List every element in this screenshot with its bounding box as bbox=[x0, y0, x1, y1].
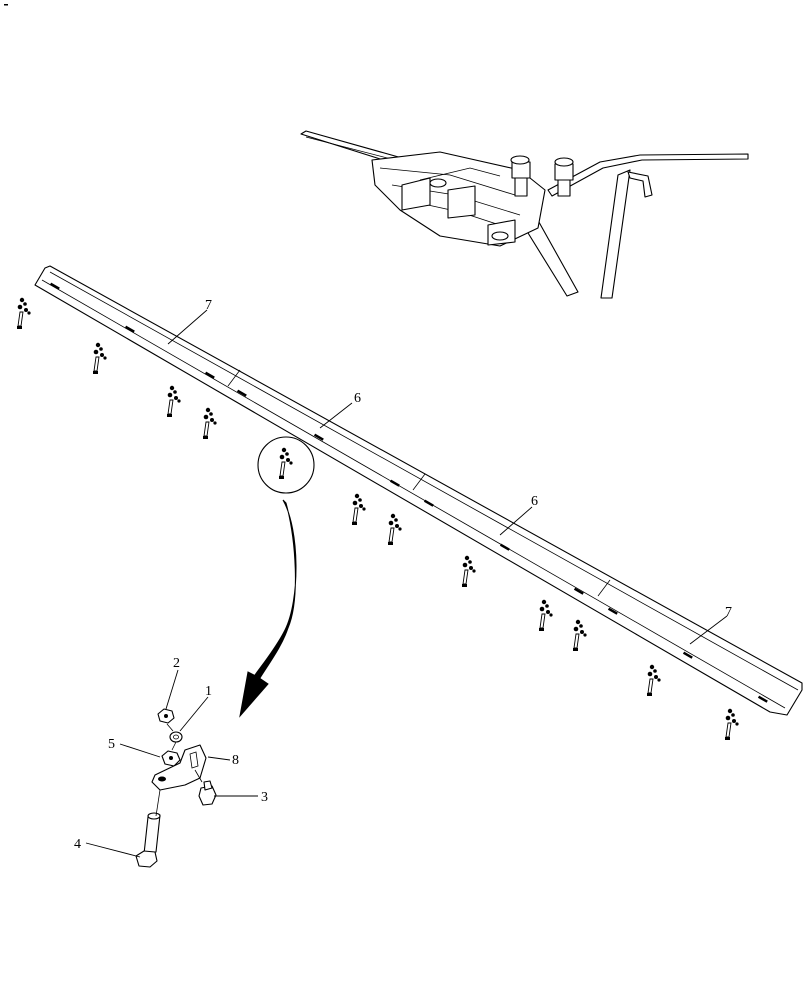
fastener-set bbox=[462, 555, 476, 587]
callout-3: 3 bbox=[261, 790, 268, 805]
bolt-4 bbox=[135, 812, 161, 868]
fastener-set bbox=[279, 447, 293, 479]
washer-1 bbox=[169, 731, 183, 743]
callout-6-b: 6 bbox=[531, 494, 538, 509]
fastener-set bbox=[93, 342, 107, 374]
fastener-set bbox=[647, 664, 661, 696]
strip-slots bbox=[49, 282, 768, 703]
fastener-sets bbox=[17, 297, 739, 740]
callout-5: 5 bbox=[108, 737, 115, 752]
strip-assembly bbox=[34, 265, 803, 716]
corner-mark bbox=[4, 4, 8, 6]
detail-circle bbox=[257, 436, 315, 494]
fastener-set bbox=[167, 385, 181, 417]
callout-7-a: 7 bbox=[205, 298, 212, 313]
callout-7-b: 7 bbox=[725, 605, 732, 620]
fastener-set bbox=[17, 297, 31, 329]
callout-4: 4 bbox=[74, 837, 81, 852]
exploded-detail bbox=[135, 708, 217, 868]
detail-arrow bbox=[239, 499, 297, 718]
fastener-set bbox=[388, 513, 402, 545]
fastener-set bbox=[573, 619, 587, 651]
fastener-set bbox=[725, 708, 739, 740]
bracket-8 bbox=[151, 744, 207, 791]
callout-6-a: 6 bbox=[354, 391, 361, 406]
mounting-assembly bbox=[300, 130, 749, 299]
callout-8: 8 bbox=[232, 753, 239, 768]
leader-lines bbox=[85, 309, 728, 858]
callout-2: 2 bbox=[173, 656, 180, 671]
fastener-set bbox=[539, 599, 553, 631]
callout-labels: 1 2 3 4 5 6 6 7 7 8 bbox=[74, 298, 732, 852]
callout-1: 1 bbox=[205, 684, 212, 699]
fastener-set bbox=[352, 493, 366, 525]
fastener-set bbox=[203, 407, 217, 439]
